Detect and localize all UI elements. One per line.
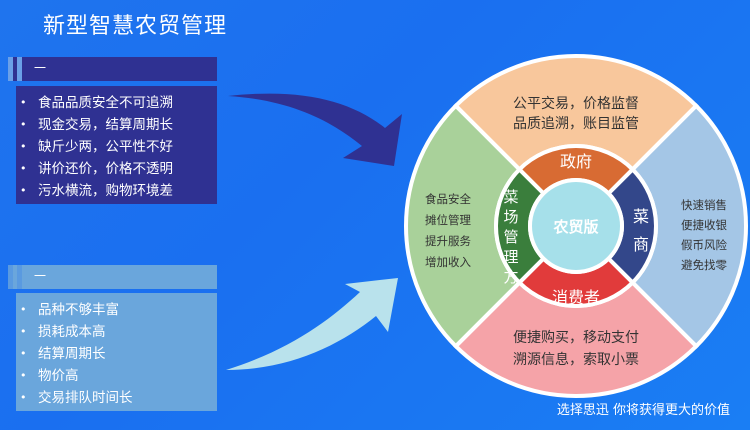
list-item: •损耗成本高 xyxy=(16,321,217,343)
list-item: •品种不够丰富 xyxy=(16,299,217,321)
header-accent-bar xyxy=(17,57,22,81)
left-outer-line: 食品安全 xyxy=(425,192,471,206)
bullet-icon: • xyxy=(20,96,27,109)
bottom-outer-line: 溯源信息，索取小票 xyxy=(513,351,639,368)
top-outer-line: 公平交易，价格监督 xyxy=(513,95,639,112)
issues-list: •品种不够丰富 •损耗成本高 •结算周期长 •物价高 •交易排队时间长 xyxy=(16,293,217,411)
left-inner-char: 管 xyxy=(503,228,518,246)
list-item: •现金交易，结算周期长 xyxy=(16,114,217,136)
bottom-inner-label: 消费者 xyxy=(552,288,600,307)
left-inner-char: 理 xyxy=(503,248,518,266)
right-outer-line: 便捷收银 xyxy=(681,218,727,232)
top-outer-line: 品质追溯，账目监管 xyxy=(513,116,639,132)
page-title: 新型智慧农贸管理 xyxy=(43,14,228,39)
bullet-icon: • xyxy=(20,118,27,131)
list-item: •讲价还价，价格不透明 xyxy=(16,158,217,180)
problems-panel-title: 一 xyxy=(34,61,47,75)
bullet-icon: • xyxy=(20,325,27,338)
inner-ring xyxy=(494,144,658,308)
center-label: 农贸版 xyxy=(552,218,598,236)
list-item: •物价高 xyxy=(16,365,217,387)
left-outer-line: 增加收入 xyxy=(425,255,471,269)
bullet-icon: • xyxy=(20,303,27,316)
right-outer-line: 假币风险 xyxy=(681,238,727,252)
left-inner-char: 方 xyxy=(503,268,518,286)
bullet-icon: • xyxy=(20,184,27,197)
list-item: •交易排队时间长 xyxy=(16,387,217,409)
bullet-icon: • xyxy=(20,391,27,404)
right-inner-char: 菜 xyxy=(633,207,649,226)
footer-slogan: 选择思迅 你将获得更大的价值 xyxy=(556,403,730,418)
bullet-icon: • xyxy=(20,140,27,153)
list-item: •食品品质安全不可追溯 xyxy=(16,92,217,114)
bottom-outer-line: 便捷购买，移动支付 xyxy=(513,330,639,346)
top-inner-label: 政府 xyxy=(560,152,592,171)
bullet-icon: • xyxy=(20,162,27,175)
left-inner-char: 场 xyxy=(503,208,518,226)
left-outer-line: 摊位管理 xyxy=(425,213,471,227)
bullet-icon: • xyxy=(20,347,27,360)
right-inner-char: 商 xyxy=(633,235,649,254)
header-accent-bar xyxy=(8,265,13,289)
bullet-icon: • xyxy=(20,369,27,382)
dark-swoosh-arrow xyxy=(228,93,402,166)
problems-list: •食品品质安全不可追溯 •现金交易，结算周期长 •缺斤少两，公平性不好 •讲价还… xyxy=(16,86,217,204)
list-item: •缺斤少两，公平性不好 xyxy=(16,136,217,158)
left-outer-line: 提升服务 xyxy=(425,234,471,248)
problems-panel-header: 一 xyxy=(8,57,217,81)
issues-panel-title: 一 xyxy=(34,269,47,283)
light-swoosh-arrow xyxy=(226,278,398,370)
list-item: •污水横流，购物环境差 xyxy=(16,180,217,202)
list-item: •结算周期长 xyxy=(16,343,217,365)
header-accent-bar xyxy=(17,265,22,289)
left-inner-char: 菜 xyxy=(503,188,518,206)
issues-panel-header: 一 xyxy=(8,265,217,289)
center-circle xyxy=(528,178,624,274)
right-outer-line: 避免找零 xyxy=(681,258,727,272)
header-accent-bar xyxy=(8,57,13,81)
right-outer-line: 快速销售 xyxy=(681,198,727,212)
